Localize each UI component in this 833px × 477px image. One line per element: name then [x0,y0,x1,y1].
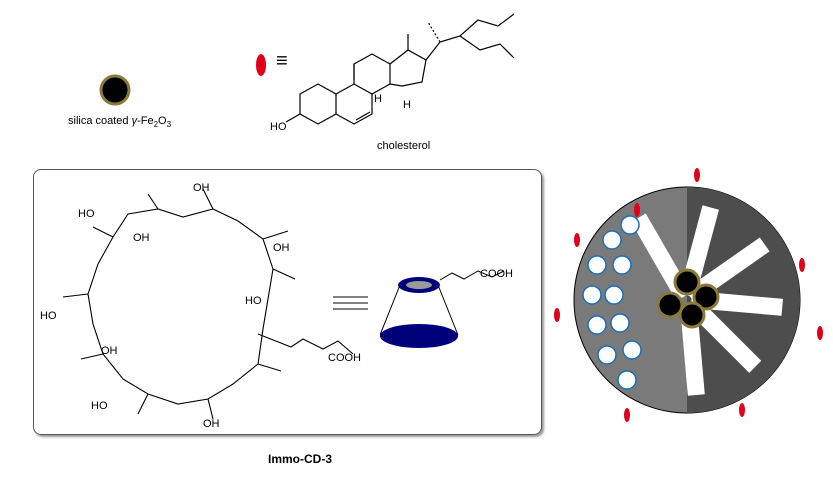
cyclodextrin-cone-icon: COOH [380,268,513,348]
h-atom-2: H [403,99,411,111]
hydroxyl-label: OH [193,182,210,194]
nanoparticle-icon [99,74,131,106]
hydroxyl-label: OH [101,345,118,357]
hydroxyl-label: HO [78,208,95,220]
hydroxyl-label: HO [245,295,262,307]
hydroxyl-label: OH [133,232,150,244]
cholesterol-mark-icon [256,54,266,76]
nanoparticle-assembly-diagram [554,168,823,422]
cholesterol-structure: HO H H [270,13,515,133]
hydroxyl-label: HO [91,400,108,412]
ho-atom: HO [270,121,287,133]
caption-immo-cd: Immo-CD-3 [268,452,333,466]
cyclodextrin-structure: HO OH OH OH HO HO OH HO OH COOH [40,182,368,430]
nanoparticle-label: silica coated γ-Fe2O3 [68,115,172,130]
hydroxyl-label: OH [273,242,290,254]
cone-linker-acid: COOH [480,268,513,280]
equiv-symbol-top: ≡ [276,50,288,72]
linker-acid-label: COOH [328,352,361,364]
hydroxyl-label: OH [203,418,220,430]
h-atom-1: H [374,93,382,105]
cholesterol-label: cholesterol [377,140,431,152]
hydroxyl-label: HO [40,310,57,322]
cyclodextrin-panel [33,169,542,435]
